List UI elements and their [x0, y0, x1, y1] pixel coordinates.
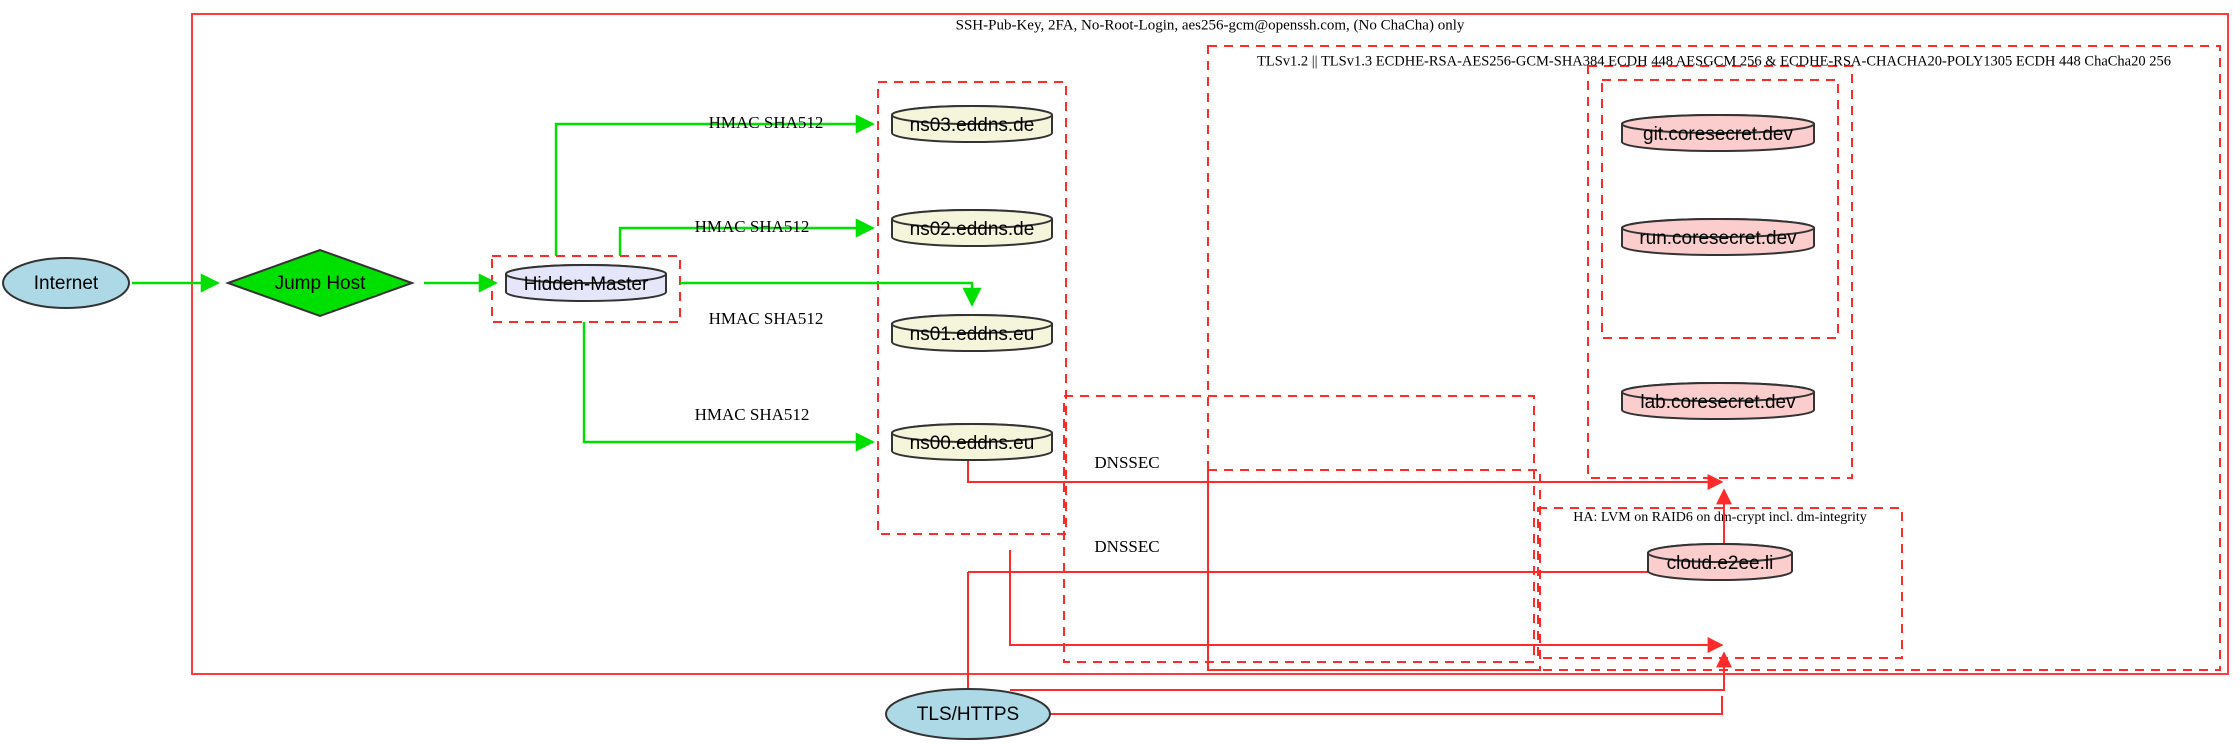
- node-internet[interactable]: Internet: [2, 257, 130, 309]
- node-hidden-master-label: Hidden-Master: [524, 274, 649, 295]
- node-run-coresecret-label: run.coresecret.dev: [1639, 228, 1797, 249]
- cluster-dnssec-upper: [1063, 395, 1535, 663]
- edge-label-dnssec-lower: DNSSEC: [1094, 537, 1159, 556]
- ssh-cluster-label: SSH-Pub-Key, 2FA, No-Root-Login, aes256-…: [956, 17, 1465, 33]
- node-run-coresecret[interactable]: run.coresecret.dev: [1621, 218, 1815, 256]
- tls-cluster-label: TLSv1.2 || TLSv1.3 ECDHE-RSA-AES256-GCM-…: [1257, 53, 2171, 69]
- node-ns01-label: ns01.eddns.eu: [910, 324, 1035, 345]
- edge-dnssec-lower: [1009, 550, 1724, 653]
- cluster-coresecret-inner: [1601, 79, 1839, 339]
- node-git-coresecret[interactable]: git.coresecret.dev: [1621, 114, 1815, 152]
- node-jump-host-label: Jump Host: [275, 273, 367, 294]
- node-ns00[interactable]: ns00.eddns.eu: [891, 423, 1053, 461]
- node-lab-coresecret[interactable]: lab.coresecret.dev: [1621, 382, 1815, 420]
- node-cloud-e2ee-label: cloud.e2ee.li: [1667, 553, 1774, 574]
- node-ns02[interactable]: ns02.eddns.de: [891, 209, 1053, 247]
- edge-hiddenmaster-ns01: [680, 281, 982, 307]
- edge-dnssec-lower-branch: [1010, 651, 1732, 691]
- edge-label-dnssec-upper: DNSSEC: [1094, 453, 1159, 472]
- node-lab-coresecret-label: lab.coresecret.dev: [1640, 392, 1796, 413]
- node-ns03-label: ns03.eddns.de: [910, 115, 1035, 136]
- node-git-coresecret-label: git.coresecret.dev: [1643, 124, 1793, 145]
- node-tls-https[interactable]: TLS/HTTPS: [885, 688, 1051, 740]
- edge-label-hmac-ns02: HMAC SHA512: [695, 217, 810, 236]
- node-hidden-master[interactable]: Hidden-Master: [505, 264, 667, 302]
- edge-dnssec-upper: [967, 452, 1724, 490]
- node-ns02-label: ns02.eddns.de: [910, 219, 1035, 240]
- node-internet-label: Internet: [34, 273, 99, 294]
- edge-label-hmac-ns00: HMAC SHA512: [695, 405, 810, 424]
- edge-hiddenmaster-ns02: [618, 218, 875, 256]
- edge-tlshttps-right: [1050, 696, 1723, 715]
- cluster-dnssec-lower: [1207, 469, 1541, 671]
- node-ns00-label: ns00.eddns.eu: [910, 433, 1035, 454]
- node-ns03[interactable]: ns03.eddns.de: [891, 105, 1053, 143]
- node-ns01[interactable]: ns01.eddns.eu: [891, 314, 1053, 352]
- edge-hiddenmaster-ns00: [582, 322, 875, 452]
- cluster-ssh-outer: [191, 13, 2229, 675]
- cluster-tls: [1207, 45, 2221, 671]
- cluster-nameservers: [877, 81, 1067, 535]
- edge-dnssec-upper-branch: [968, 488, 1732, 573]
- edge-label-hmac-ns01: HMAC SHA512: [709, 309, 824, 328]
- node-cloud-e2ee[interactable]: cloud.e2ee.li: [1647, 543, 1793, 581]
- ha-cluster-label: HA: LVM on RAID6 on dm-crypt incl. dm-in…: [1573, 510, 1866, 525]
- node-jump-host[interactable]: Jump Host: [225, 248, 415, 318]
- edge-hiddenmaster-ns03: [554, 114, 875, 256]
- node-tls-https-label: TLS/HTTPS: [917, 704, 1019, 725]
- cluster-ha: [1537, 507, 1903, 659]
- edge-label-hmac-ns03: HMAC SHA512: [709, 113, 824, 132]
